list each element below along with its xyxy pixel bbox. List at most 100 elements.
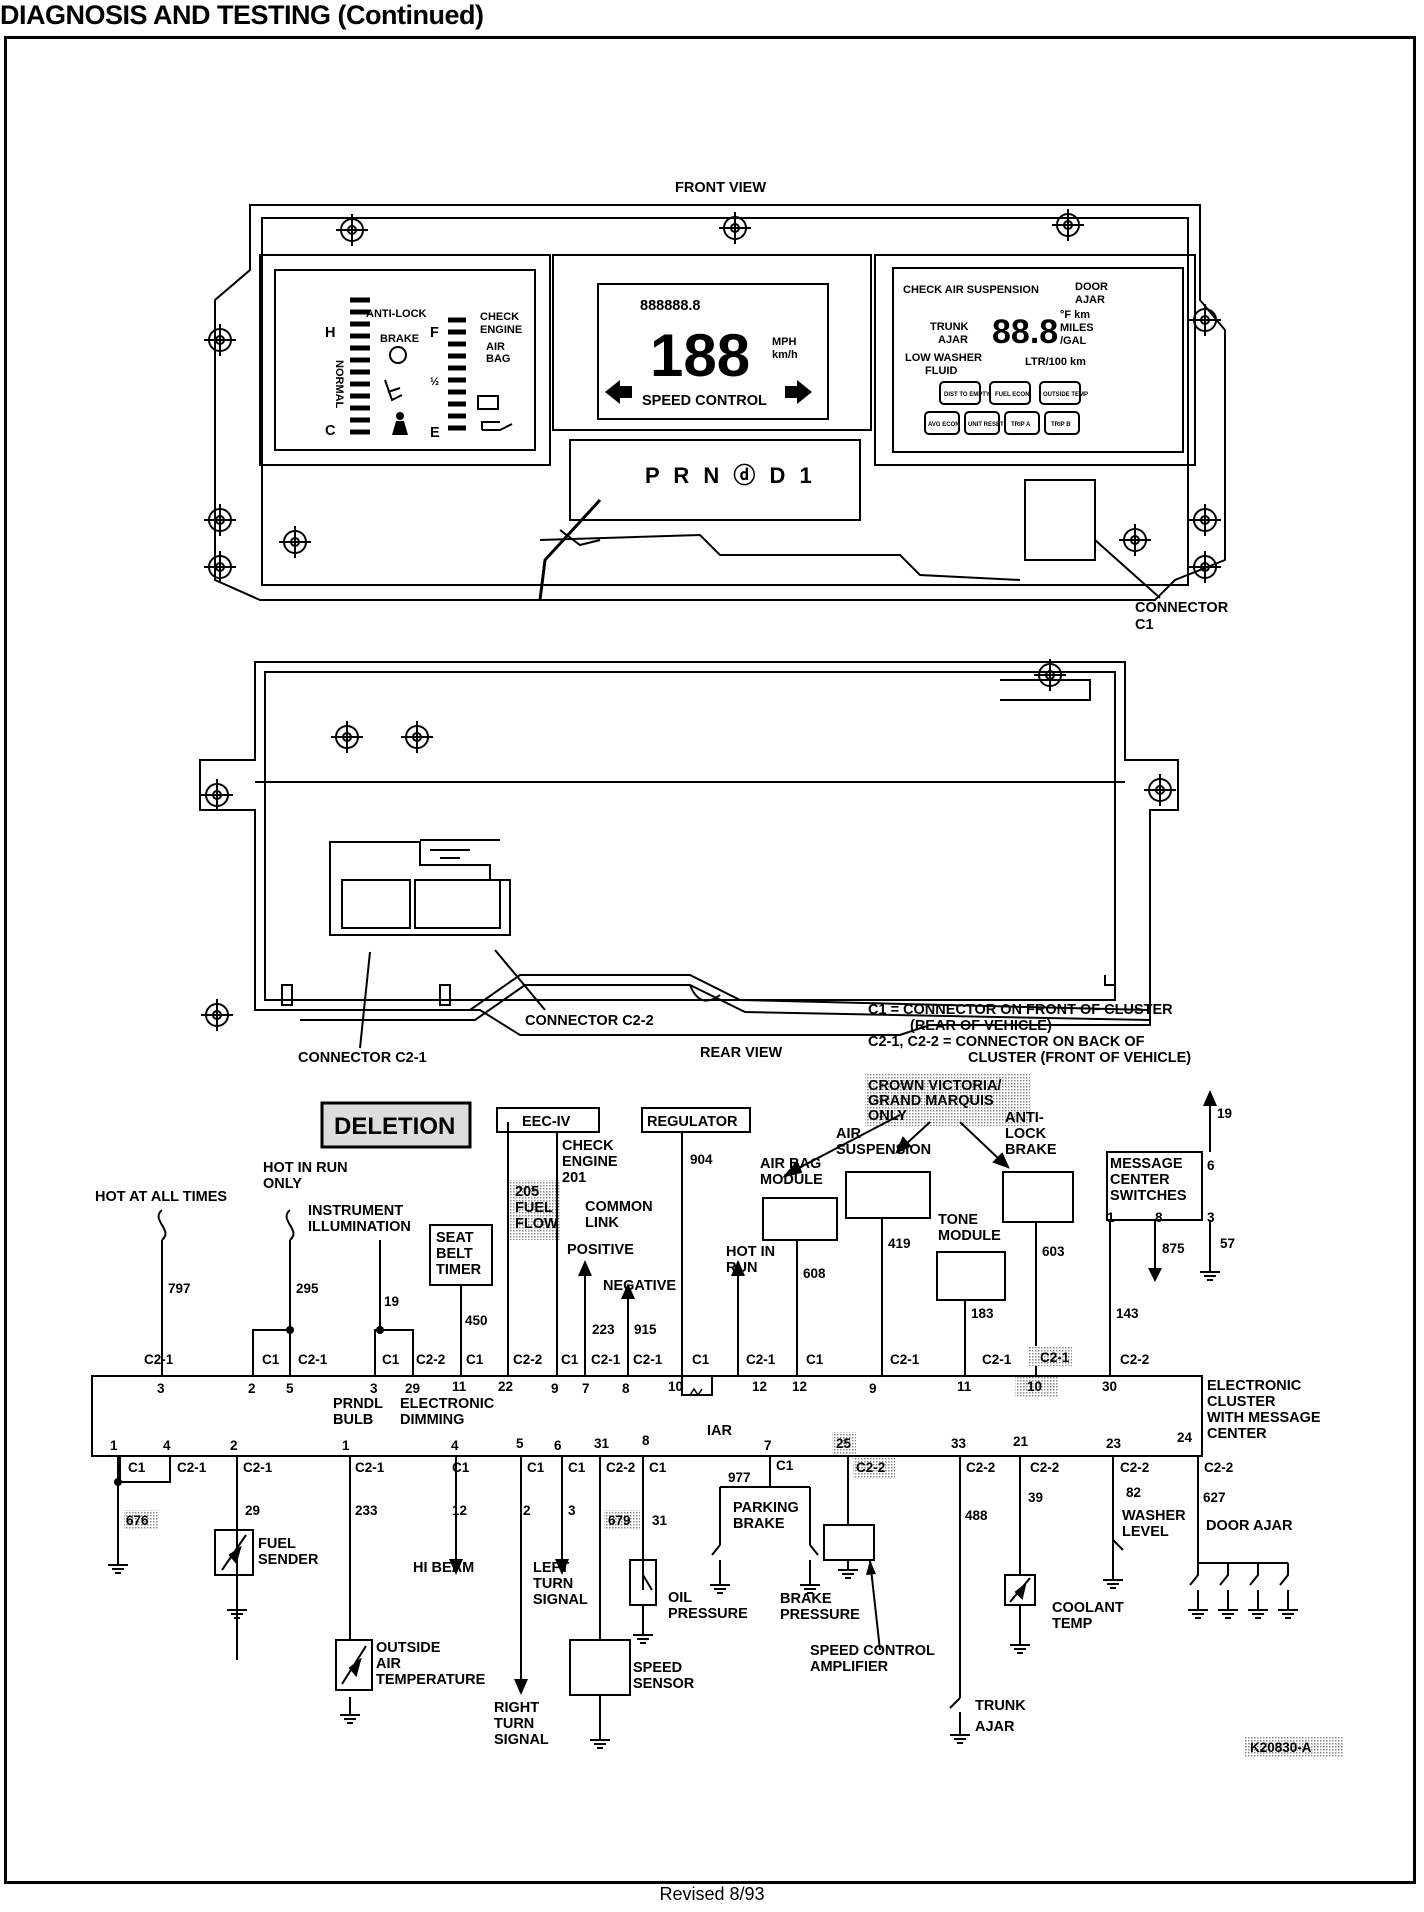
mount-target-icon: [718, 211, 752, 245]
prndl-indicator: P R N ⓓ D 1: [645, 463, 816, 488]
outside-air-temp-sensor-box: [335, 1639, 373, 1691]
mount-target-icon: [1143, 773, 1177, 807]
air-bag-module-label-1: AIR BAG: [760, 1156, 821, 1172]
mount-target-icon: [330, 720, 364, 754]
parking-brake-label-2: BRAKE: [733, 1516, 785, 1532]
ground-icon: [1247, 1599, 1269, 1619]
legend-line-3: C2-1, C2-2 = CONNECTOR ON BACK OF: [868, 1034, 1145, 1050]
conn-c2-2: C2-2: [1120, 1352, 1149, 1367]
air-bag-label-1: AIR: [486, 341, 505, 353]
prndl-bulb-label-2: BULB: [333, 1412, 373, 1428]
wire-29: 29: [245, 1503, 260, 1518]
pin-30: 30: [1102, 1379, 1117, 1394]
dist-to-empty-button[interactable]: [939, 381, 981, 405]
unit-reset-label: UNIT RESET: [968, 422, 1004, 428]
mount-target-icon: [278, 525, 312, 559]
pin-b1b: 1: [342, 1438, 350, 1453]
pin-b33: 33: [951, 1436, 967, 1451]
wire-295: 295: [296, 1281, 319, 1296]
units-label-1: °F km: [1060, 309, 1090, 321]
wire-627: 627: [1203, 1490, 1226, 1505]
negative-label: NEGATIVE: [603, 1278, 676, 1294]
temp-h-label: H: [325, 325, 335, 341]
wire-143: 143: [1116, 1306, 1139, 1321]
trip-b-button[interactable]: [1044, 411, 1080, 435]
conn-c2-1: C2-1: [298, 1352, 328, 1367]
figure-id-highlight: [1245, 1736, 1343, 1758]
figure-id: K20830-A: [1250, 1740, 1312, 1755]
pin-10: 10: [668, 1379, 683, 1394]
seat-belt-timer-label-2: BELT: [436, 1246, 473, 1262]
oil-pressure-label-1: OIL: [668, 1590, 692, 1606]
unit-reset-button[interactable]: [964, 411, 1000, 435]
trunk-ajar-label-2: AJAR: [975, 1719, 1015, 1735]
units-label-2: MILES: [1060, 322, 1094, 334]
conn-b-c1: C1: [128, 1460, 146, 1475]
air-suspension-box: [845, 1171, 931, 1219]
pin-10b: 10: [1027, 1379, 1042, 1394]
wire-608: 608: [803, 1266, 826, 1281]
tone-module-label-2: MODULE: [938, 1228, 1001, 1244]
wire-915: 915: [634, 1322, 657, 1337]
figure-frame: [4, 36, 1416, 1884]
fuel-econ-button[interactable]: [989, 381, 1031, 405]
eec-iv-label: EEC-IV: [522, 1114, 571, 1130]
wire-2: 2: [523, 1503, 531, 1518]
pin-b23: 23: [1106, 1436, 1122, 1451]
fuel-flow-label-3: FLOW: [515, 1216, 558, 1232]
pin-9: 9: [551, 1381, 559, 1396]
fuel-flow-label-2: FUEL: [515, 1200, 553, 1216]
trunk-ajar-switch-icon: [949, 1697, 961, 1725]
conn-b-c1: C1: [452, 1460, 470, 1475]
pin-b4: 4: [163, 1438, 171, 1453]
conn-b-c2-2: C2-2: [1204, 1460, 1233, 1475]
trip-a-button[interactable]: [1004, 411, 1040, 435]
temp-c-label: C: [325, 423, 336, 439]
washer-level-label-1: WASHER: [1122, 1508, 1186, 1524]
air-suspension-label-2: SUSPENSION: [836, 1142, 931, 1158]
air-suspension-label-1: AIR: [836, 1126, 862, 1142]
dist-to-empty-label: DIST TO EMPTY: [944, 392, 990, 398]
brake-pressure-label-1: BRAKE: [780, 1591, 832, 1607]
conn-b-c2-2: C2-2: [606, 1460, 635, 1475]
ground-icon: [632, 1624, 654, 1644]
wire-82: 82: [1126, 1485, 1141, 1500]
fuel-half-label: ½: [430, 376, 439, 388]
mount-target-icon: [200, 778, 234, 812]
conn-b-c1: C1: [527, 1460, 545, 1475]
splice-dot: [114, 1478, 122, 1486]
fuel-e-label: E: [430, 425, 440, 441]
left-turn-label-3: SIGNAL: [533, 1592, 588, 1608]
door-ajar-label-2: AJAR: [1075, 294, 1105, 306]
speed-readout: 188: [650, 322, 750, 389]
pin-9b: 9: [869, 1381, 877, 1396]
pin-b24: 24: [1177, 1430, 1193, 1445]
wire-875: 875: [1162, 1241, 1185, 1256]
page-title: DIAGNOSIS AND TESTING (Continued): [0, 0, 484, 30]
avg-econ-button[interactable]: [924, 411, 960, 435]
pin-2: 2: [248, 1381, 256, 1396]
odometer-readout: 888888.8: [640, 298, 700, 314]
anti-lock-label: ANTI-LOCK: [366, 308, 427, 320]
common-link-label-1: COMMON: [585, 1199, 653, 1215]
coolant-temp-sensor-box: [1004, 1574, 1036, 1606]
mount-target-icon: [1188, 303, 1222, 337]
outside-air-temp-label-3: TEMPERATURE: [376, 1672, 486, 1688]
splice-dot: [286, 1326, 294, 1334]
rear-view-cluster: [199, 661, 1179, 1036]
trunk-ajar-label-1: TRUNK: [930, 321, 969, 333]
pin-25-highlight: [832, 1432, 856, 1454]
door-ajar-label: DOOR AJAR: [1206, 1518, 1293, 1534]
ground-icon: [1217, 1599, 1239, 1619]
fuel-f-label: F: [430, 325, 439, 341]
conn-c2-1: C2-1: [144, 1352, 174, 1367]
crown-victoria-label-3: ONLY: [868, 1108, 907, 1124]
check-engine-label-2: ENGINE: [480, 324, 522, 336]
conn-c1: C1: [466, 1352, 484, 1367]
warning-person-icon: [392, 412, 408, 435]
outside-temp-button[interactable]: [1039, 381, 1081, 405]
trip-a-label: TRIP A: [1011, 422, 1031, 428]
switch-pin-1: 1: [1107, 1210, 1115, 1225]
electronic-dimming-label-2: DIMMING: [400, 1412, 464, 1428]
